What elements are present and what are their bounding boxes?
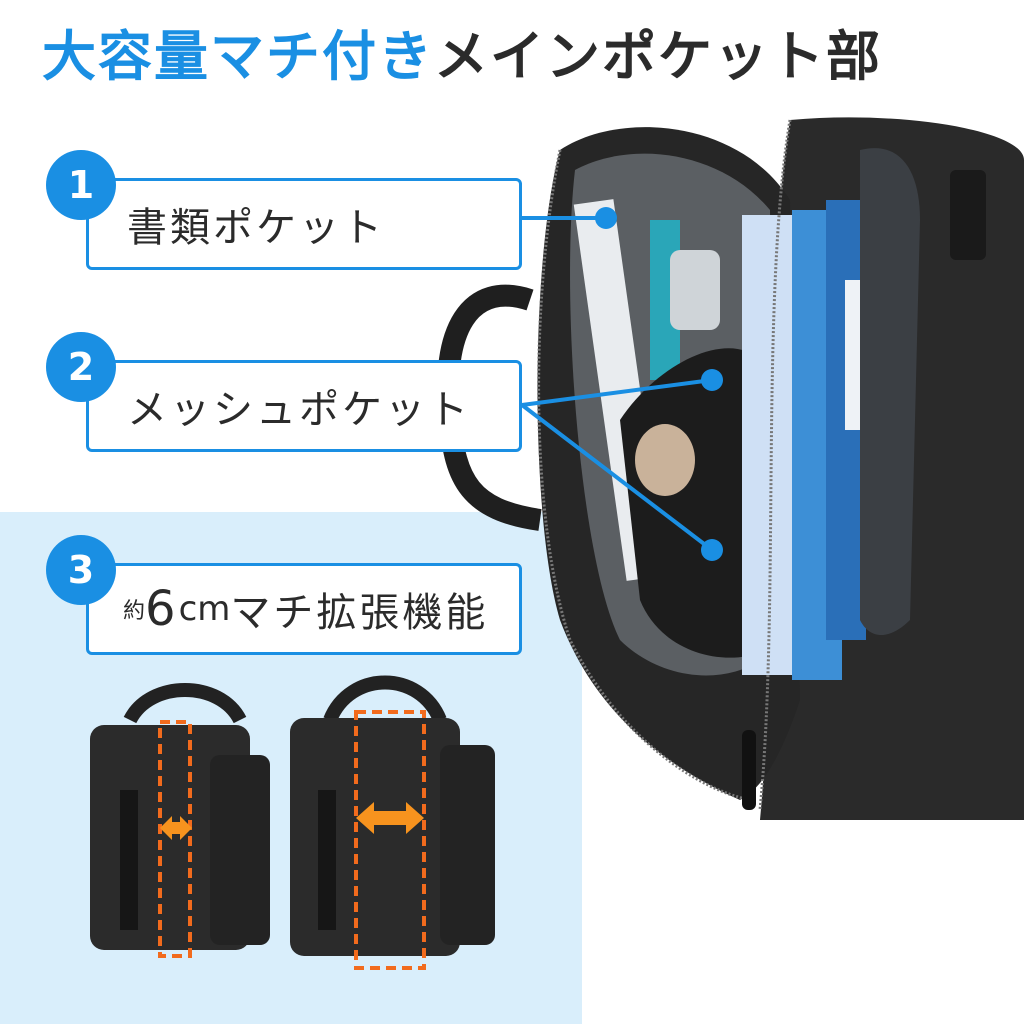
title-highlight: 大容量マチ付き [42,25,434,88]
callout-prefix: 約 [123,599,146,624]
callout-document-pocket: 書類ポケット [86,178,522,270]
title-rest: メインポケット部 [434,25,882,88]
callout-number-badge: 3 [46,535,116,605]
page-title: 大容量マチ付きメインポケット部 [42,30,882,84]
callout-value: 6 [145,581,179,637]
bag-side-collapsed [90,683,270,958]
callout-number-badge: 1 [46,150,116,220]
bag-side-expanded [290,675,495,970]
callout-unit: cm [178,589,231,629]
callout-label: マチ拡張機能 [230,590,489,636]
callout-label: 書類ポケット [127,205,385,251]
callout-label: メッシュポケット [127,387,471,433]
callout-mesh-pocket: メッシュポケット [86,360,522,452]
callout-number-badge: 2 [46,332,116,402]
